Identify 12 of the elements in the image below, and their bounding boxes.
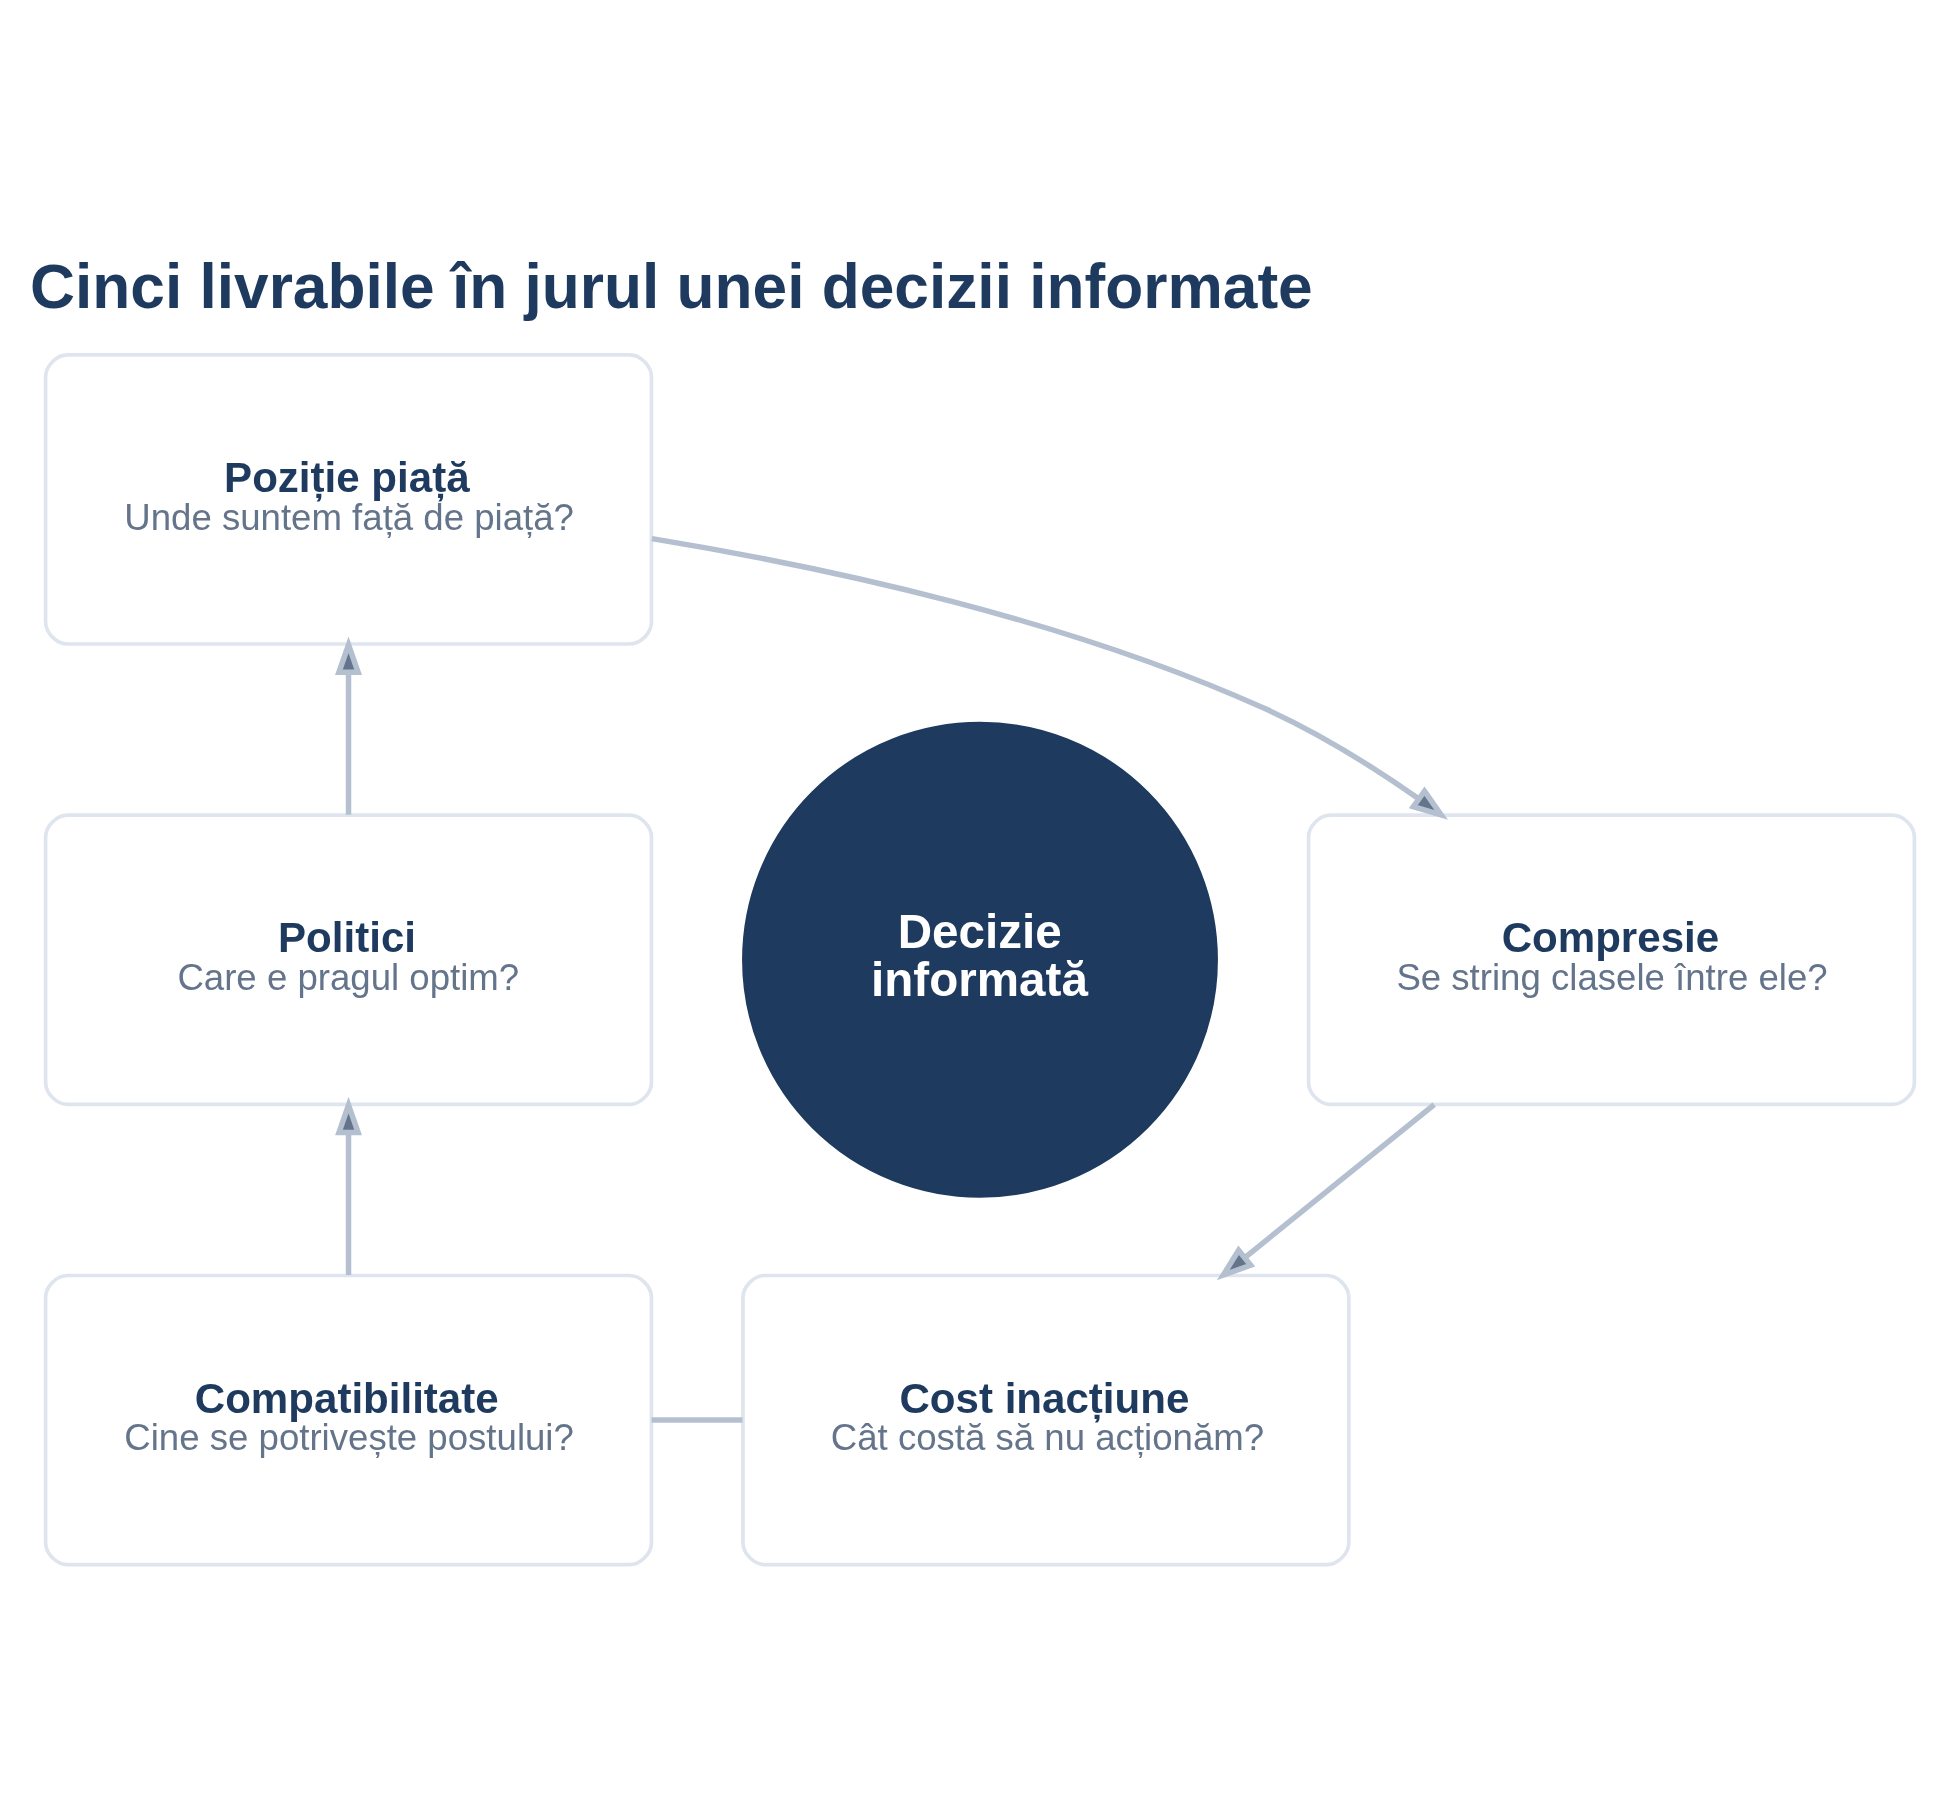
diagram-title: Cinci livrabile în jurul unei decizii informate [30,251,1313,321]
arrow [1216,1102,1436,1280]
connector [651,1416,743,1423]
arrow [651,535,1448,820]
node-box: Compatibilitate Cine se potrivește postului? [43,1273,654,1566]
node-box: Poziție piață Unde suntem față de piață? [43,352,654,646]
arrow [335,1096,362,1275]
arrow [335,635,362,815]
node-box: Cost inacțiune Cât costă să nu acționăm? [741,1273,1351,1566]
node-circle: Decizie informată [742,721,1218,1198]
node-box: Compresie Se string clasele între ele? [1306,812,1917,1106]
node-box: Politici Care e pragul optim? [43,812,654,1106]
